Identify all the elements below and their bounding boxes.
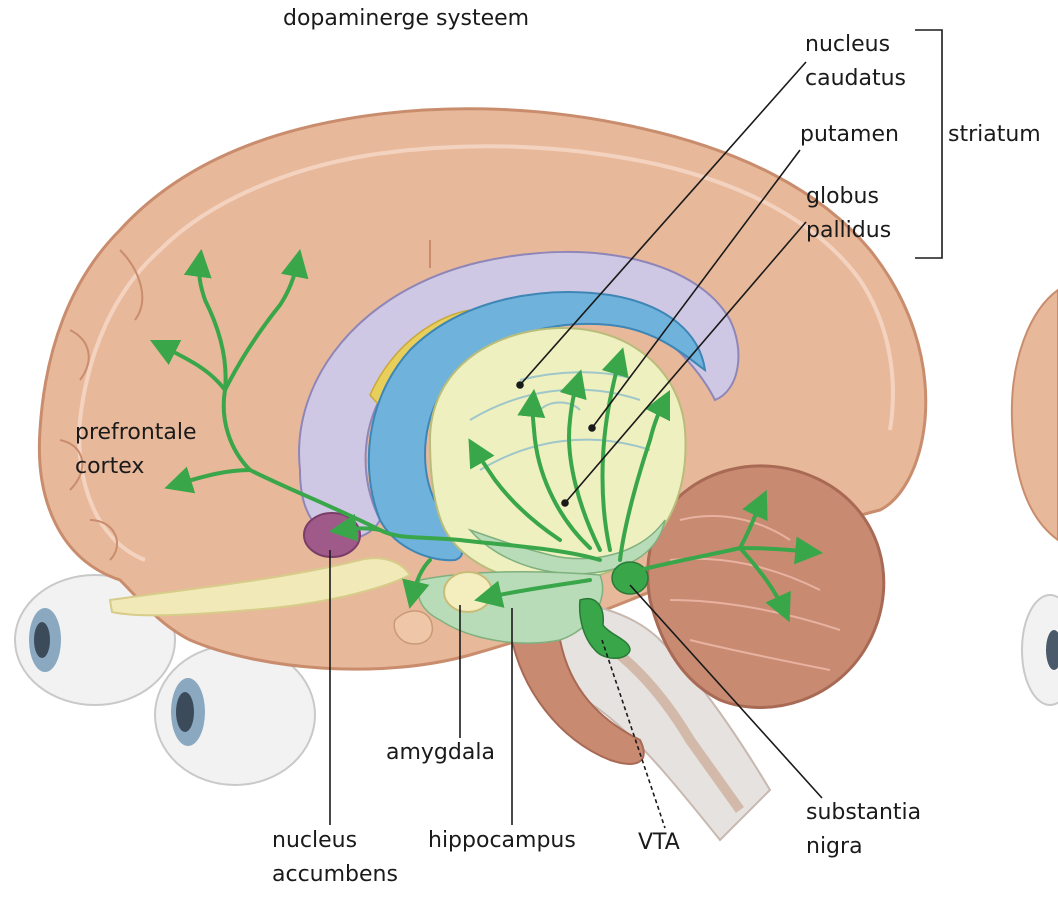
- label-nucleus-caudatus-line2: caudatus: [805, 62, 906, 96]
- label-substantia-nigra-line2: nigra: [806, 830, 921, 864]
- second-brain-partial: [1012, 290, 1058, 705]
- diagram-title: dopaminerge systeem: [283, 2, 529, 36]
- label-striatum: striatum: [948, 118, 1041, 152]
- label-nucleus-caudatus: nucleus caudatus: [805, 28, 906, 96]
- striatum-bracket: [915, 30, 942, 258]
- label-globus-pallidus: globus pallidus: [806, 180, 891, 248]
- label-prefrontale-cortex-line1: prefrontale: [75, 416, 197, 450]
- cerebellum: [648, 466, 884, 708]
- label-amygdala: amygdala: [386, 736, 495, 770]
- amygdala-shape: [444, 572, 492, 612]
- label-vta: VTA: [638, 826, 680, 860]
- label-putamen: putamen: [800, 118, 899, 152]
- label-globus-pallidus-line2: pallidus: [806, 214, 891, 248]
- olfactory-bulb: [394, 611, 432, 644]
- label-globus-pallidus-line1: globus: [806, 180, 891, 214]
- substantia-nigra-shape: [612, 562, 648, 594]
- label-nucleus-accumbens: nucleus accumbens: [272, 824, 398, 892]
- label-prefrontale-cortex-line2: cortex: [75, 450, 197, 484]
- label-substantia-nigra: substantia nigra: [806, 796, 921, 864]
- label-prefrontale-cortex: prefrontale cortex: [75, 416, 197, 484]
- label-nucleus-accumbens-line2: accumbens: [272, 858, 398, 892]
- pathway-accumbens: [340, 529, 380, 531]
- label-substantia-nigra-line1: substantia: [806, 796, 921, 830]
- label-nucleus-accumbens-line1: nucleus: [272, 824, 398, 858]
- label-nucleus-caudatus-line1: nucleus: [805, 28, 906, 62]
- label-hippocampus: hippocampus: [428, 824, 576, 858]
- nucleus-accumbens-shape: [304, 513, 360, 557]
